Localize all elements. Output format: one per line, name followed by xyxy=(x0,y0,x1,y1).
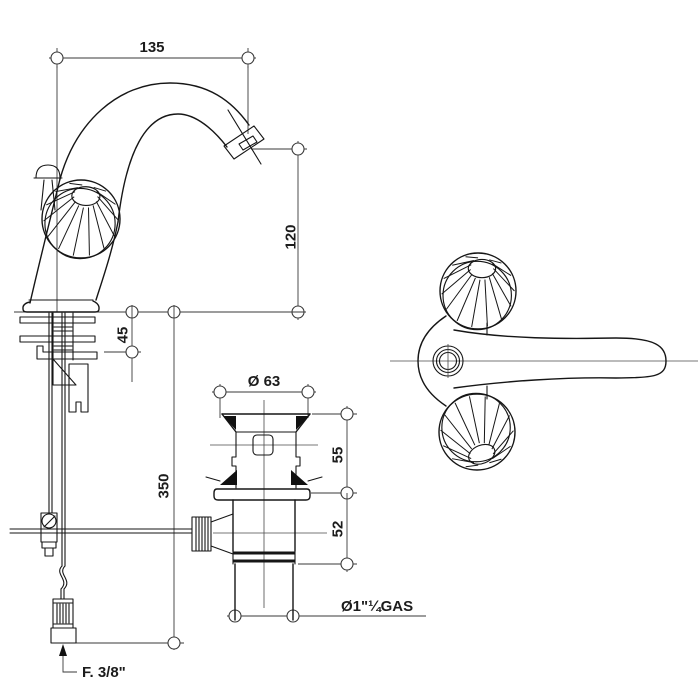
dimension-135: 135 xyxy=(49,39,256,312)
supply-hose xyxy=(50,565,77,644)
dim-label-drain-thread: Ø1"¼GAS xyxy=(341,598,413,615)
top-view-faucet xyxy=(390,252,698,471)
dimension-52: 52 xyxy=(298,493,357,572)
drain-locknut xyxy=(213,488,311,501)
drain-rod-knob xyxy=(191,513,234,555)
dim-label-drain-dia: Ø 63 xyxy=(248,373,281,390)
dimension-350: 350 xyxy=(52,305,184,650)
pop-up-rod-knob xyxy=(35,164,61,179)
lever-spout-outline xyxy=(453,329,667,389)
side-view-faucet xyxy=(9,82,265,644)
top-view-knob-bottom xyxy=(438,392,516,471)
dimension-supply-thread: F. 3/8" xyxy=(59,644,126,681)
dimension-gas-thread: Ø1"¼GAS xyxy=(227,598,426,623)
dim-label-spout-reach: 135 xyxy=(139,39,164,56)
body-left-edge xyxy=(29,178,61,304)
escutcheon-outline xyxy=(417,315,447,407)
dimension-120: 120 xyxy=(251,141,307,320)
dim-label-spout-height: 120 xyxy=(282,224,299,249)
dimension-55: 55 xyxy=(311,406,357,500)
spout-inner-arc xyxy=(117,113,228,223)
dim-label-drain-upper: 55 xyxy=(329,447,346,464)
pop-up-rod-clamp xyxy=(40,512,58,557)
body-right-edge xyxy=(95,221,119,301)
under-deck-hardware xyxy=(19,312,98,413)
rods-and-pipes xyxy=(48,312,66,567)
dim-label-mount-depth: 350 xyxy=(155,473,172,498)
dimension-drain-diameter: Ø 63 xyxy=(212,373,316,418)
mounting-washer xyxy=(36,345,98,360)
arrow-up-icon xyxy=(59,644,67,656)
faucet-base xyxy=(22,299,100,313)
top-view-knob-top xyxy=(439,252,517,331)
dim-label-deck-thickness: 45 xyxy=(114,327,131,344)
dimension-45: 45 xyxy=(104,305,141,382)
spout-hub xyxy=(432,344,464,378)
rod-guide xyxy=(68,363,89,413)
plug-hole xyxy=(252,434,274,456)
supply-nut xyxy=(50,627,77,644)
spout-aerator xyxy=(223,109,265,165)
dim-label-drain-lower: 52 xyxy=(329,521,346,538)
spout-outer-arc xyxy=(59,82,250,180)
dim-label-supply-thread: F. 3/8" xyxy=(82,664,126,681)
side-view-handle-knob xyxy=(41,179,121,260)
drain-assembly xyxy=(191,400,327,621)
